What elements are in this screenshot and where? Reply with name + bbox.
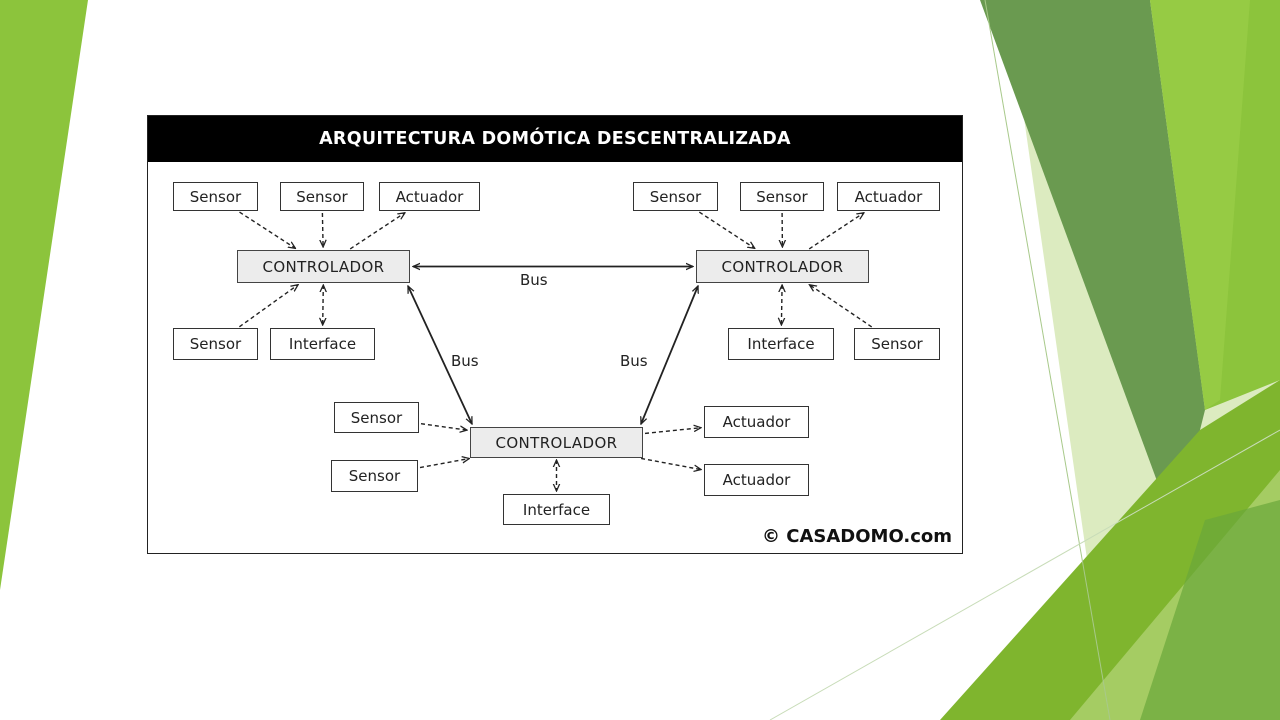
bottom-facet-dark xyxy=(1140,500,1280,720)
diagram-title: ARQUITECTURA DOMÓTICA DESCENTRALIZADA xyxy=(319,129,791,149)
bus-label-left: Bus xyxy=(451,352,479,370)
architecture-diagram: ARQUITECTURA DOMÓTICA DESCENTRALIZADA Se… xyxy=(147,115,963,554)
sensor-node: Sensor xyxy=(280,182,364,211)
diagram-connections xyxy=(238,211,873,555)
right-facet-pale xyxy=(1150,0,1250,410)
sensor-node: Sensor xyxy=(740,182,824,211)
signal-link-s4-c2 xyxy=(698,211,755,248)
actuator-node: Actuador xyxy=(379,182,480,211)
controller-node: CONTROLADOR xyxy=(470,427,643,458)
signal-link-c1-a1 xyxy=(349,213,405,250)
signal-link-c2-a2 xyxy=(808,213,864,250)
title-bar xyxy=(148,116,962,162)
signal-link-s8-c3 xyxy=(419,459,469,469)
left-green-stripe xyxy=(0,0,88,590)
interface-node: Interface xyxy=(503,494,610,525)
signal-link-c3-a3 xyxy=(644,428,701,435)
sensor-node: Sensor xyxy=(173,182,258,211)
signal-link-s3-c1 xyxy=(238,285,298,328)
controller-node: CONTROLADOR xyxy=(237,250,410,283)
sensor-node: Sensor xyxy=(633,182,718,211)
bus-link-c2-c3 xyxy=(641,286,698,424)
sensor-node: Sensor xyxy=(854,328,940,360)
signal-link-c3-a4 xyxy=(640,457,701,469)
sensor-node: Sensor xyxy=(331,460,418,492)
thin-deco-line-1 xyxy=(984,0,1111,720)
bus-label-top: Bus xyxy=(520,271,548,289)
thin-deco-line-2 xyxy=(769,429,1280,720)
right-facet-dark xyxy=(980,0,1205,530)
interface-node: Interface xyxy=(270,328,375,360)
signal-link-s7-c3 xyxy=(420,423,467,430)
signal-link-c2-i2 xyxy=(781,285,782,325)
controller-node: CONTROLADOR xyxy=(696,250,869,283)
actuator-node: Actuador xyxy=(704,464,809,496)
sensor-node: Sensor xyxy=(173,328,258,360)
signal-link-s1-c1 xyxy=(239,211,296,248)
bus-link-c1-c3 xyxy=(407,286,473,424)
sensor-node: Sensor xyxy=(334,402,419,433)
actuator-node: Actuador xyxy=(704,406,809,438)
signal-link-c1-i1 xyxy=(323,285,324,325)
copyright-text: © CASADOMO.com xyxy=(762,526,952,547)
signal-link-s6-c2 xyxy=(809,285,873,328)
bus-label-right: Bus xyxy=(620,352,648,370)
actuator-node: Actuador xyxy=(837,182,940,211)
signal-link-s2-c1 xyxy=(322,212,323,247)
interface-node: Interface xyxy=(728,328,834,360)
